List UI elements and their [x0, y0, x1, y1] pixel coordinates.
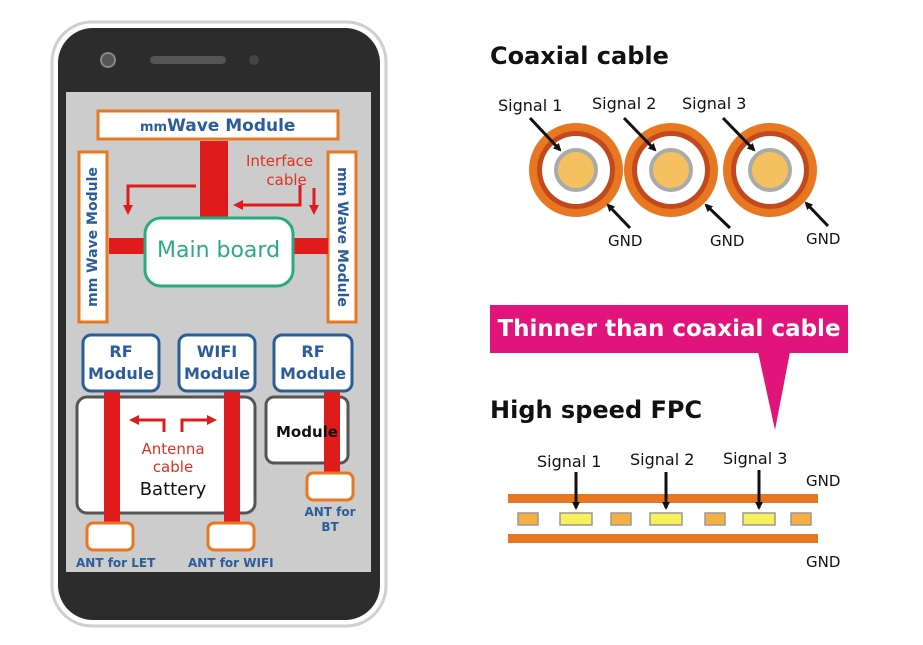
rf-left-line2: Module	[87, 364, 155, 383]
coax-signal-2-label: Signal 2	[592, 94, 657, 113]
coaxial-cables	[528, 116, 830, 230]
interface-cable-line1: Interface	[246, 152, 314, 170]
coax-signal-1-label: Signal 1	[498, 96, 563, 115]
small-module-label: Module	[276, 423, 338, 441]
mmwave-top-label: mmWave Module	[140, 116, 295, 136]
coax-cable-1	[529, 123, 623, 217]
mmwave-top-prefix: mm	[140, 120, 168, 135]
fpc-gnd-bottom-label: GND	[806, 553, 841, 571]
fpc-signal-trace-1	[559, 512, 593, 526]
phone-speaker	[150, 56, 226, 64]
fpc-gnd-bottom-layer	[508, 534, 818, 543]
rf-module-right-label: RF Module	[274, 341, 352, 385]
wifi-module	[177, 333, 257, 393]
ant-bt-label: ANT for BT	[300, 505, 360, 535]
coax-signal-arrow-1	[528, 116, 562, 152]
coax-gnd-arrow-1	[606, 203, 632, 230]
rf-module-left-label: RF Module	[83, 341, 159, 385]
ant-pad-wifi	[206, 521, 256, 552]
coax-signal-arrow-2	[622, 116, 657, 152]
fpc-signal-1-label: Signal 1	[537, 452, 602, 471]
mmwave-module-right	[326, 150, 358, 324]
fpc-cable	[508, 470, 818, 543]
fpc-gnd-top-layer	[508, 494, 818, 503]
phone-sensor-icon	[249, 55, 259, 65]
antenna-cable-line2: cable	[152, 458, 194, 476]
wifi-module-label: WIFI Module	[179, 341, 255, 385]
main-board	[143, 216, 295, 288]
rf-right-line2: Module	[279, 364, 347, 383]
battery-label: Battery	[139, 479, 207, 500]
ant-bt-line2: BT	[321, 520, 339, 534]
antenna-arrow-left	[129, 415, 166, 432]
ant-pad-lte	[85, 521, 135, 552]
mmwave-left-label: mm Wave Module	[85, 167, 101, 307]
coax-cable-3	[723, 123, 817, 217]
phone-camera-icon	[100, 52, 116, 68]
fpc-signal-trace-2	[649, 512, 683, 526]
rf-right-line1: RF	[301, 342, 325, 361]
phone-illustration	[50, 20, 388, 628]
antenna-cable-bt	[324, 392, 340, 474]
ant-pad-bt	[305, 471, 355, 502]
coax-gnd-2-label: GND	[710, 232, 745, 250]
antenna-cable-wifi	[224, 392, 240, 525]
coax-gnd-1-label: GND	[608, 232, 643, 250]
interface-cable-line2: cable	[266, 171, 307, 189]
coax-gnd-3-label: GND	[806, 230, 841, 248]
rf-module-right	[272, 333, 354, 393]
callout-pointer	[758, 352, 790, 430]
fpc-gnd-top-label: GND	[806, 472, 841, 490]
battery	[75, 395, 257, 515]
interface-arrow-top	[233, 185, 302, 210]
interface-cable-label: Interface cable	[246, 152, 313, 190]
mmwave-top-text: Wave Module	[167, 116, 296, 136]
coax-cable-2	[624, 123, 718, 217]
fpc-signal-2-label: Signal 2	[630, 450, 695, 469]
interface-cable-left	[109, 238, 147, 254]
interface-arrow-left	[123, 184, 196, 215]
interface-cable-right	[292, 238, 328, 254]
antenna-arrow-right	[180, 415, 217, 432]
mmwave-module-left	[77, 150, 109, 324]
antenna-cable-lte	[104, 392, 120, 525]
interface-cable-top	[200, 141, 228, 219]
coax-gnd-arrow-3	[804, 201, 830, 228]
ant-wifi-label: ANT for WIFI	[188, 556, 274, 570]
coax-signal-3-label: Signal 3	[682, 94, 747, 113]
mmwave-module-top	[96, 109, 340, 141]
coax-signal-arrow-3	[721, 116, 756, 152]
fpc-title: High speed FPC	[490, 396, 703, 424]
mmwave-right-label: mm Wave Module	[334, 167, 350, 307]
coax-title: Coaxial cable	[490, 42, 669, 70]
antenna-cable-label: Antenna cable	[128, 440, 218, 476]
rf-left-line1: RF	[109, 342, 133, 361]
coax-gnd-arrow-2	[704, 203, 732, 230]
ant-lte-label: ANT for LET	[76, 556, 156, 570]
ant-bt-line1: ANT for	[304, 505, 356, 519]
wifi-line2: Module	[183, 364, 251, 383]
thinner-callout: Thinner than coaxial cable	[490, 305, 848, 353]
fpc-signal-3-label: Signal 3	[723, 449, 788, 468]
rf-module-left	[81, 333, 161, 393]
antenna-cable-line1: Antenna	[141, 440, 205, 458]
fpc-signal-trace-3	[742, 512, 776, 526]
main-board-label: Main board	[157, 238, 281, 263]
wifi-line1: WIFI	[196, 342, 238, 361]
